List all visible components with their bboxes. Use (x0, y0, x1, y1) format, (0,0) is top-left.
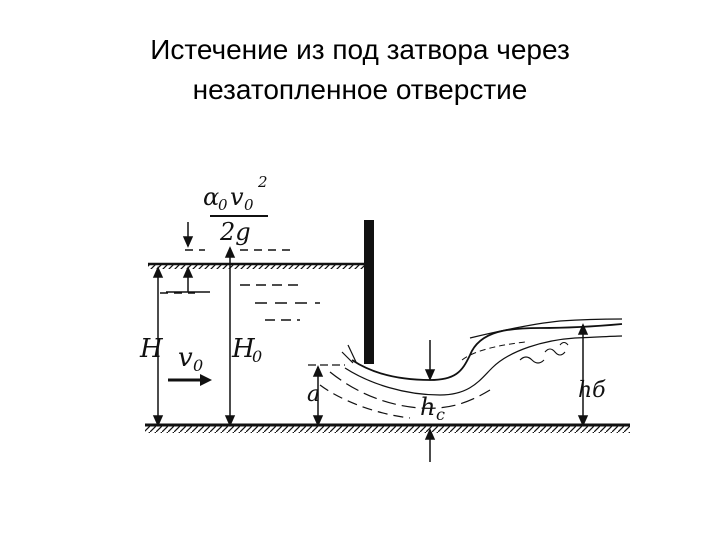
label-hc: h c (420, 393, 445, 424)
velocity-head-formula: α 0 v 0 2 2g (203, 173, 268, 246)
svg-text:2g: 2g (219, 218, 251, 246)
H-dimension (152, 266, 164, 427)
svg-text:0: 0 (252, 347, 262, 366)
a-dimension (312, 365, 324, 427)
outflow-jet (308, 318, 623, 419)
upstream-water-dashes (160, 249, 320, 321)
label-H: H (139, 334, 164, 364)
H0-dimension (224, 246, 236, 427)
svg-text:0: 0 (244, 196, 254, 214)
label-a: a (307, 382, 320, 407)
label-hb: hб (578, 378, 606, 403)
velocity-arrow (168, 374, 212, 386)
svg-text:0: 0 (193, 356, 203, 375)
svg-text:v: v (230, 183, 244, 211)
svg-text:0: 0 (218, 196, 228, 214)
channel-bed (145, 423, 630, 433)
velocity-head-dimension (166, 222, 210, 293)
label-v0: v 0 (178, 343, 203, 375)
svg-text:v: v (178, 343, 193, 373)
hc-dimension (424, 340, 436, 462)
svg-text:α: α (203, 183, 219, 211)
svg-text:c: c (436, 405, 445, 424)
sluice-gate (364, 220, 374, 364)
title-line-2: незатопленное отверстие (192, 74, 528, 105)
hb-dimension (577, 323, 589, 427)
svg-text:h: h (420, 393, 435, 421)
upstream-water-surface (148, 262, 365, 269)
title-line-1: Истечение из под затвора через (150, 34, 570, 65)
svg-text:H: H (231, 334, 256, 364)
label-H0: H 0 (231, 334, 262, 366)
svg-text:2: 2 (257, 173, 268, 191)
slide-title: Истечение из под затвора через незатопле… (0, 30, 720, 110)
